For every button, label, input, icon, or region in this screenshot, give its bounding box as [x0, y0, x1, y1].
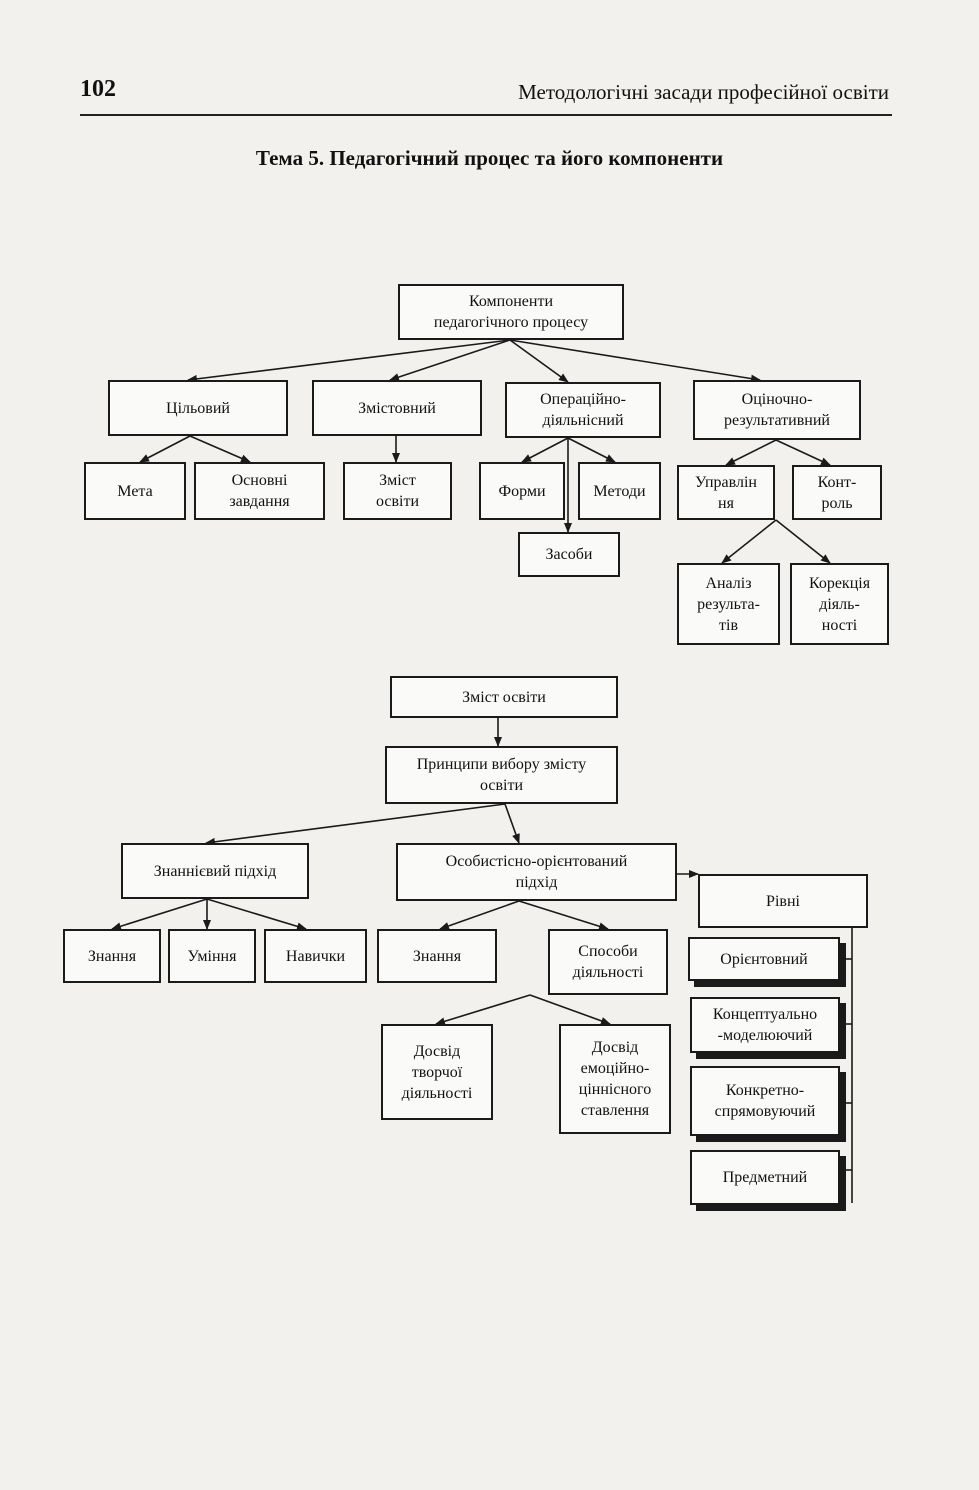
main-tasks-box: Основні завдання	[194, 462, 325, 520]
level-concrete-box: Конкретно- спрямовуючий	[690, 1066, 840, 1136]
target-component-box: Цільовий	[108, 380, 288, 436]
emotional-experience-box: Досвід емоційно- ціннісного ставлення	[559, 1024, 671, 1134]
personal-knowledge-box: Знання	[377, 929, 497, 983]
operational-component-box: Операційно- діяльнісний	[505, 382, 661, 438]
skills-box: Уміння	[168, 929, 256, 983]
correction-box: Корекція діяль- ності	[790, 563, 889, 645]
education-content-root-box: Зміст освіти	[390, 676, 618, 718]
forms-box: Форми	[479, 462, 565, 520]
topic-title: Тема 5. Педагогічний процес та його комп…	[255, 146, 724, 170]
levels-box: Рівні	[698, 874, 868, 928]
arrow-root-operational	[509, 339, 569, 383]
habits-box: Навички	[264, 929, 367, 983]
header-rule	[80, 114, 892, 116]
analysis-box: Аналіз результа- тів	[677, 563, 780, 645]
arrow-operational-methods	[567, 437, 616, 463]
arrow-ka-habits	[206, 898, 307, 931]
arrow-pa-methods	[518, 900, 609, 931]
arrow-mgmt-analysis	[721, 519, 777, 564]
arrow-target-tasks	[189, 435, 251, 463]
arrow-target-goal	[139, 435, 191, 463]
personal-approach-box: Особистісно-орієнтований підхід	[396, 843, 677, 901]
page-number: 102	[80, 76, 116, 102]
arrow-evaluative-control	[775, 439, 831, 466]
evaluative-component-box: Оціночно- результативний	[693, 380, 861, 440]
arrow-principles-knowledge-approach	[205, 803, 506, 846]
content-component-box: Змістовний	[312, 380, 482, 436]
arrow-methods-creative	[435, 994, 531, 1026]
running-title: Методологічні засади професійної освіти	[518, 80, 889, 104]
methods-box: Методи	[578, 462, 661, 520]
activity-methods-box: Способи діяльності	[548, 929, 668, 995]
arrow-root-content	[389, 339, 511, 381]
selection-principles-box: Принципи вибору змісту освіти	[385, 746, 618, 804]
means-box: Засоби	[518, 532, 620, 577]
arrow-methods-emotional	[529, 994, 611, 1025]
arrow-principles-personal-approach	[504, 803, 520, 844]
level-subject-box: Предметний	[690, 1150, 840, 1205]
arrow-root-target	[187, 339, 511, 383]
arrow-mgmt-correction	[775, 519, 831, 564]
control-box: Конт- роль	[792, 465, 882, 520]
knowledge-approach-box: Знаннієвий підхід	[121, 843, 309, 899]
knowledge-box: Знання	[63, 929, 161, 983]
level-conceptual-box: Концептуально -моделюючий	[690, 997, 840, 1053]
education-content-box: Зміст освіти	[343, 462, 452, 520]
arrow-operational-forms	[521, 437, 569, 463]
components-root-box: Компоненти педагогічного процесу	[398, 284, 624, 340]
arrow-evaluative-management	[725, 439, 777, 466]
arrow-pa-knowledge	[439, 900, 520, 930]
arrow-ka-knowledge	[111, 898, 208, 931]
goal-box: Мета	[84, 462, 186, 520]
management-box: Управлін ня	[677, 465, 775, 520]
level-orienting-box: Орієнтовний	[688, 937, 840, 981]
creative-experience-box: Досвід творчої діяльності	[381, 1024, 493, 1120]
arrow-root-evaluative	[509, 339, 761, 383]
